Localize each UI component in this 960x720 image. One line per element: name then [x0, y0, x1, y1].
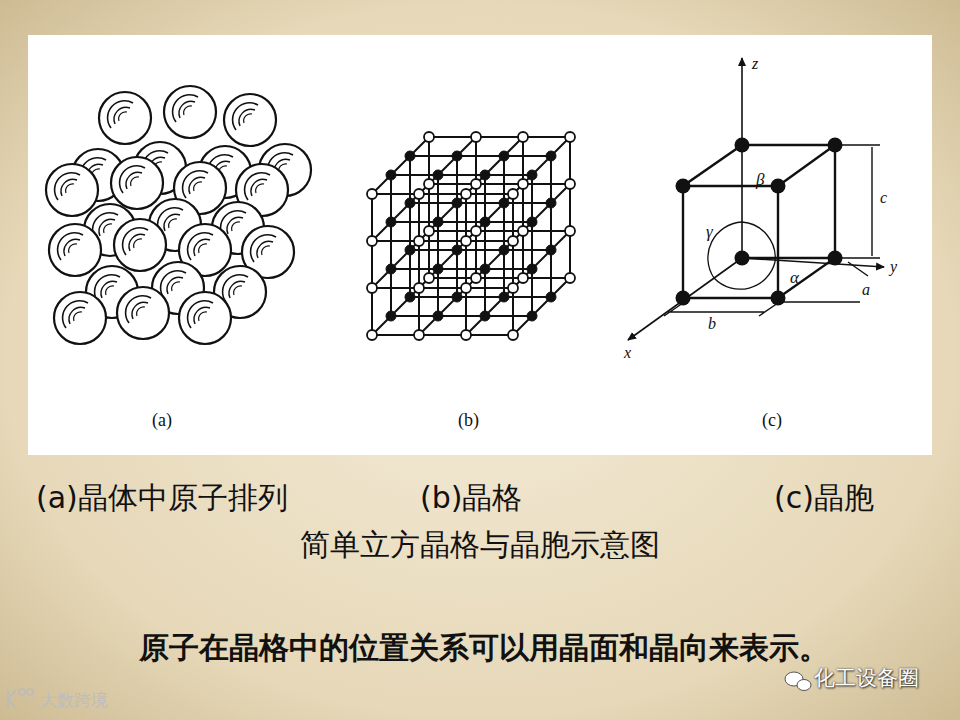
angle-label: α	[790, 268, 799, 288]
subfigure-label: (c)晶胞	[774, 480, 874, 516]
panel-letter: (a)	[152, 410, 172, 432]
lattice	[367, 132, 575, 340]
angle-label: β	[756, 170, 764, 190]
axis-label: z	[752, 54, 758, 73]
logo-mark	[8, 689, 33, 708]
subfigure-label: (b)晶格	[420, 480, 522, 516]
dimension-label: b	[708, 314, 716, 333]
dimension-label: a	[862, 280, 870, 299]
axis-label: y	[890, 257, 897, 276]
panel-letter: (b)	[458, 410, 479, 432]
atom-packing	[46, 86, 311, 344]
watermark: 大数跨境	[40, 690, 108, 710]
watermark: 化工设备圈	[814, 666, 919, 691]
statement: 原子在晶格中的位置关系可以用晶面和晶向来表示。	[4, 630, 960, 666]
wechat-icon	[785, 672, 811, 691]
angle-label: γ	[706, 222, 713, 242]
subfigure-label: (a)晶体中原子排列	[36, 480, 288, 516]
figure-caption: 简单立方晶格与晶胞示意图	[0, 527, 960, 563]
dimension-label: c	[880, 188, 887, 207]
unit-cell	[628, 58, 884, 340]
panel-letter: (c)	[762, 410, 782, 432]
figure-panel	[28, 35, 932, 455]
axis-label: x	[624, 343, 631, 362]
